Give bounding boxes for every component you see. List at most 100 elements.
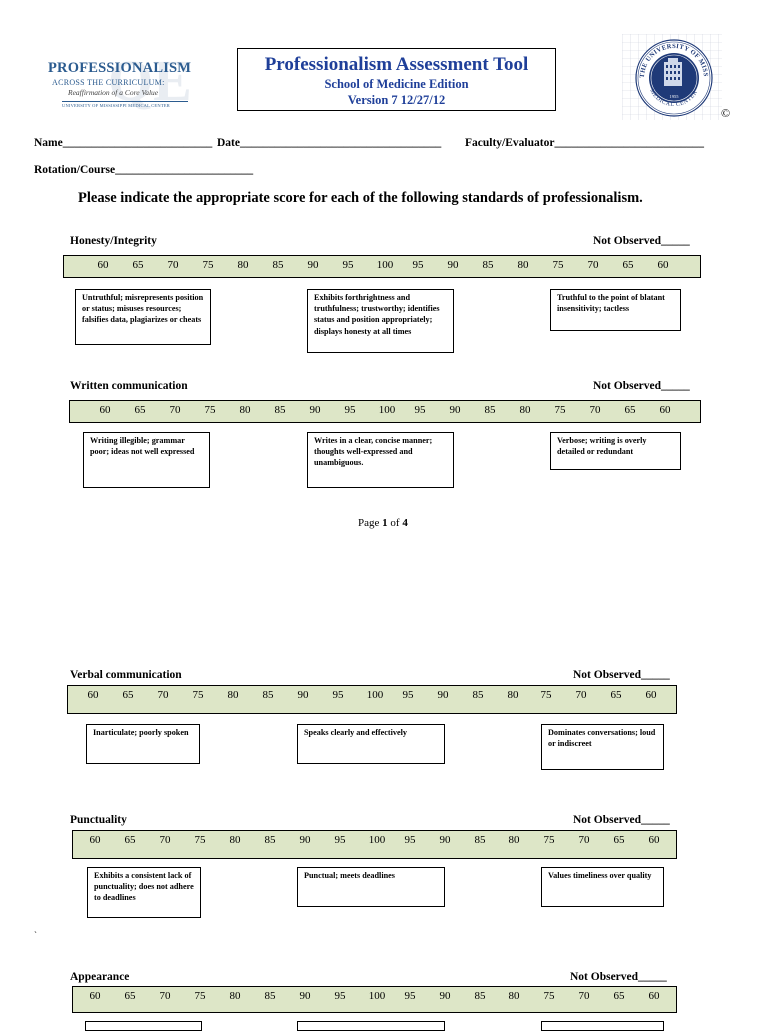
score-option[interactable]: 80 (508, 834, 520, 846)
score-option[interactable]: 75 (192, 689, 204, 701)
score-option[interactable]: 85 (264, 834, 276, 846)
score-option[interactable]: 90 (307, 259, 319, 271)
not-observed-appearance[interactable]: Not Observed_____ (570, 971, 667, 983)
not-observed-written[interactable]: Not Observed_____ (593, 380, 690, 392)
rotation-course-field[interactable]: Rotation/Course________________________ (34, 164, 254, 176)
score-option[interactable]: 80 (239, 404, 251, 416)
score-option[interactable]: 75 (554, 404, 566, 416)
score-option[interactable]: 95 (412, 259, 424, 271)
score-option[interactable]: 85 (482, 259, 494, 271)
score-option[interactable]: 85 (272, 259, 284, 271)
score-option[interactable]: 90 (447, 259, 459, 271)
score-option[interactable]: 60 (87, 689, 99, 701)
faculty-evaluator-field[interactable]: Faculty/Evaluator_______________________… (465, 137, 704, 149)
score-option[interactable]: 95 (332, 689, 344, 701)
score-option[interactable]: 65 (622, 259, 634, 271)
score-option[interactable]: 70 (159, 834, 171, 846)
not-observed-honesty[interactable]: Not Observed_____ (593, 235, 690, 247)
score-option[interactable]: 95 (334, 834, 346, 846)
score-option[interactable]: 85 (474, 834, 486, 846)
score-bar-appearance[interactable]: 60 65 70 75 80 85 90 95 100 95 90 85 80 … (72, 986, 677, 1013)
score-bar-honesty[interactable]: 60 65 70 75 80 85 90 95 100 95 90 85 80 … (63, 255, 701, 278)
score-option[interactable]: 70 (169, 404, 181, 416)
score-option[interactable]: 90 (309, 404, 321, 416)
score-option[interactable]: 90 (299, 990, 311, 1002)
score-option[interactable]: 90 (439, 990, 451, 1002)
score-option[interactable]: 60 (645, 689, 657, 701)
score-option[interactable]: 80 (517, 259, 529, 271)
score-option[interactable]: 80 (507, 689, 519, 701)
score-option[interactable]: 100 (368, 990, 386, 1002)
score-option[interactable]: 90 (449, 404, 461, 416)
score-option[interactable]: 75 (540, 689, 552, 701)
score-option[interactable]: 95 (334, 990, 346, 1002)
score-option[interactable]: 80 (519, 404, 531, 416)
score-option[interactable]: 100 (376, 259, 394, 271)
score-option[interactable]: 70 (157, 689, 169, 701)
score-option[interactable]: 80 (508, 990, 520, 1002)
score-option[interactable]: 60 (99, 404, 111, 416)
score-option[interactable]: 65 (624, 404, 636, 416)
not-observed-verbal[interactable]: Not Observed_____ (573, 669, 670, 681)
score-option[interactable]: 75 (543, 990, 555, 1002)
score-option[interactable]: 65 (124, 990, 136, 1002)
score-option[interactable]: 65 (132, 259, 144, 271)
score-bar-written[interactable]: 60 65 70 75 80 85 90 95 100 95 90 85 80 … (69, 400, 701, 423)
score-option[interactable]: 65 (124, 834, 136, 846)
score-option[interactable]: 90 (299, 834, 311, 846)
score-option[interactable]: 70 (578, 990, 590, 1002)
score-option[interactable]: 80 (227, 689, 239, 701)
date-field[interactable]: Date___________________________________ (217, 137, 442, 149)
score-option[interactable]: 60 (89, 834, 101, 846)
score-option[interactable]: 75 (552, 259, 564, 271)
score-option[interactable]: 65 (610, 689, 622, 701)
score-option[interactable]: 85 (274, 404, 286, 416)
score-option[interactable]: 75 (202, 259, 214, 271)
score-option[interactable]: 95 (342, 259, 354, 271)
score-option[interactable]: 60 (659, 404, 671, 416)
score-bar-verbal[interactable]: 60 65 70 75 80 85 90 95 100 95 90 85 80 … (67, 685, 677, 714)
score-option[interactable]: 100 (366, 689, 384, 701)
score-option[interactable]: 60 (657, 259, 669, 271)
score-option[interactable]: 90 (439, 834, 451, 846)
stray-mark: ` (34, 930, 37, 940)
score-option[interactable]: 60 (89, 990, 101, 1002)
score-option[interactable]: 75 (543, 834, 555, 846)
name-field[interactable]: Name__________________________ (34, 137, 213, 149)
score-option[interactable]: 75 (194, 990, 206, 1002)
score-option[interactable]: 60 (648, 990, 660, 1002)
score-option[interactable]: 65 (613, 990, 625, 1002)
score-option[interactable]: 95 (344, 404, 356, 416)
score-option[interactable]: 85 (484, 404, 496, 416)
score-option[interactable]: 70 (589, 404, 601, 416)
score-option[interactable]: 80 (229, 834, 241, 846)
score-bar-punctuality[interactable]: 60 65 70 75 80 85 90 95 100 95 90 85 80 … (72, 830, 677, 859)
score-option[interactable]: 85 (472, 689, 484, 701)
score-option[interactable]: 75 (204, 404, 216, 416)
score-option[interactable]: 100 (378, 404, 396, 416)
score-option[interactable]: 65 (122, 689, 134, 701)
score-option[interactable]: 70 (575, 689, 587, 701)
score-option[interactable]: 70 (578, 834, 590, 846)
score-option[interactable]: 75 (194, 834, 206, 846)
score-option[interactable]: 90 (437, 689, 449, 701)
score-option[interactable]: 85 (264, 990, 276, 1002)
score-option[interactable]: 60 (648, 834, 660, 846)
score-option[interactable]: 80 (229, 990, 241, 1002)
score-option[interactable]: 100 (368, 834, 386, 846)
score-option[interactable]: 65 (134, 404, 146, 416)
score-option[interactable]: 85 (474, 990, 486, 1002)
score-option[interactable]: 90 (297, 689, 309, 701)
score-option[interactable]: 95 (404, 834, 416, 846)
score-option[interactable]: 70 (159, 990, 171, 1002)
score-option[interactable]: 65 (613, 834, 625, 846)
score-option[interactable]: 60 (97, 259, 109, 271)
score-option[interactable]: 70 (167, 259, 179, 271)
score-option[interactable]: 80 (237, 259, 249, 271)
not-observed-punctuality[interactable]: Not Observed_____ (573, 814, 670, 826)
score-option[interactable]: 95 (402, 689, 414, 701)
score-option[interactable]: 85 (262, 689, 274, 701)
score-option[interactable]: 70 (587, 259, 599, 271)
score-option[interactable]: 95 (404, 990, 416, 1002)
score-option[interactable]: 95 (414, 404, 426, 416)
